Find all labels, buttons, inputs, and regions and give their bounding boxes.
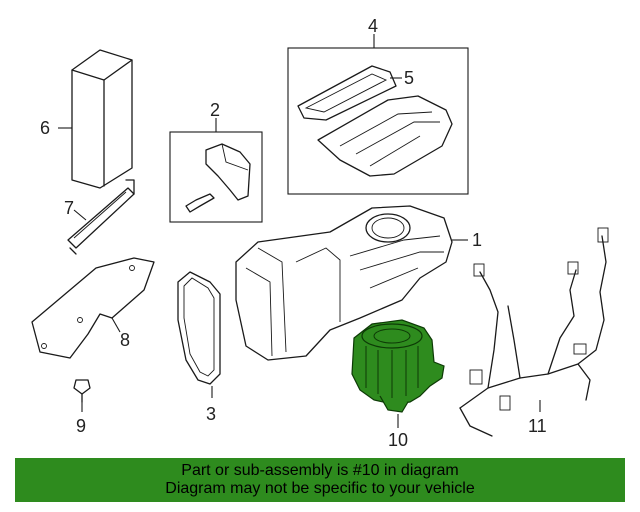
callout-2: 2 (210, 100, 220, 120)
callout-10: 10 (388, 430, 408, 450)
info-banner: Part or sub-assembly is #10 in diagram D… (15, 458, 625, 502)
callout-4: 4 (368, 16, 378, 36)
part-6-cabin-filter: 6 (40, 49, 133, 189)
banner-line-2: Diagram may not be specific to your vehi… (165, 480, 475, 497)
part-8-bracket: 8 (31, 257, 155, 359)
banner-line-1: Part or sub-assembly is #10 in diagram (181, 462, 459, 479)
callout-3: 3 (206, 404, 216, 424)
part-10-blower-motor: 10 (351, 319, 445, 450)
part-11-wiring-harness: 11 (459, 227, 609, 437)
callout-5: 5 (404, 68, 414, 88)
callout-7: 7 (64, 198, 74, 218)
parts-diagram: 6 7 8 9 2 (31, 16, 609, 450)
callout-1: 1 (472, 230, 482, 250)
part-9-fastener: 9 (73, 379, 91, 436)
callout-8: 8 (120, 330, 130, 350)
part-7-filter-insert: 7 (64, 179, 135, 255)
part-2-group: 2 (169, 100, 263, 223)
callout-9: 9 (76, 416, 86, 436)
callout-11: 11 (528, 416, 547, 436)
callout-6: 6 (40, 118, 50, 138)
part-1-hvac-housing: 1 (235, 205, 482, 361)
part-4-group: 4 5 (287, 16, 469, 195)
part-3-gasket: 3 (177, 271, 221, 424)
